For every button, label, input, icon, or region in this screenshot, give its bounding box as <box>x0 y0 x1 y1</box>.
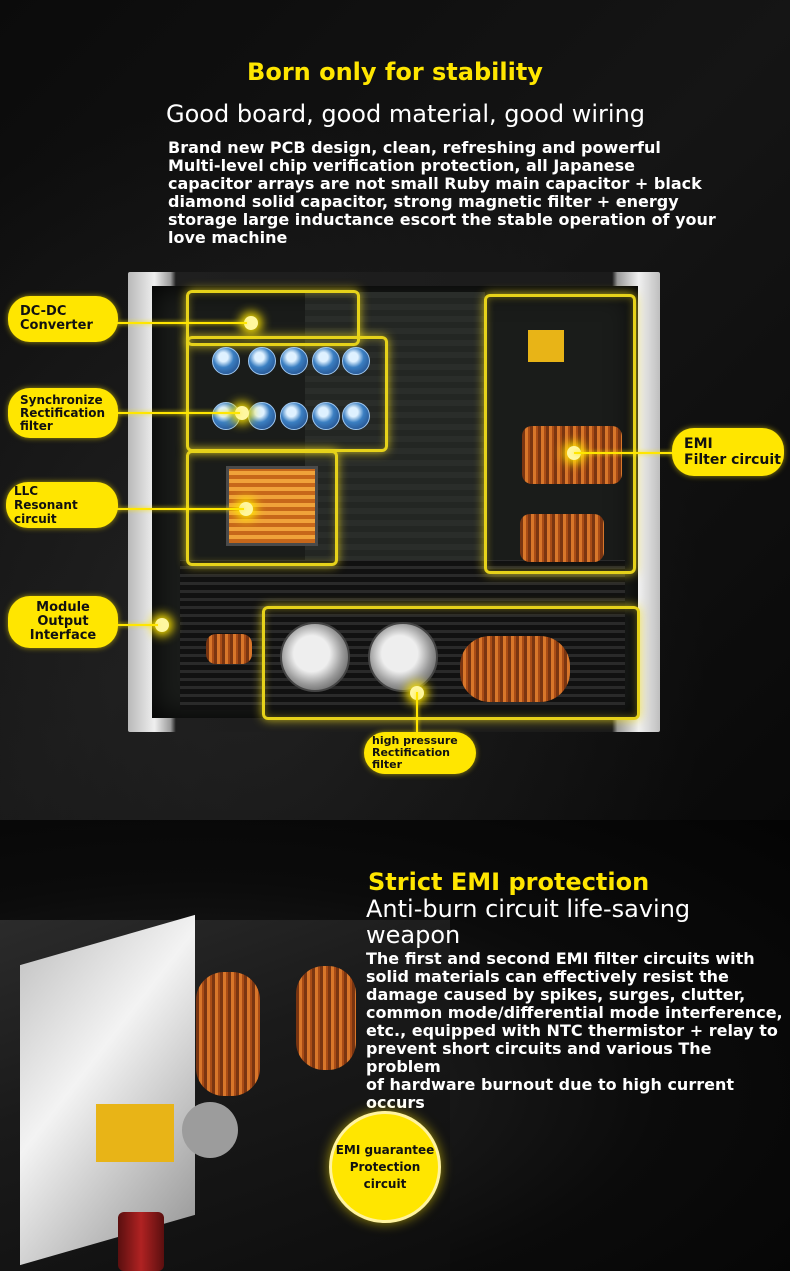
body-line: storage large inductance escort the stab… <box>168 210 716 229</box>
ntc-thermistor <box>182 1102 238 1158</box>
emi-coil <box>520 514 604 562</box>
body-line: common mode/differential mode interferen… <box>366 1003 783 1022</box>
section2-body: The first and second EMI filter circuits… <box>366 950 786 1112</box>
capacitor <box>248 402 276 430</box>
capacitor <box>248 347 276 375</box>
section1-body: Brand new PCB design, clean, refreshing … <box>168 139 728 247</box>
capacitor <box>342 402 370 430</box>
connector-line <box>416 692 418 734</box>
highlight-dot <box>155 618 169 632</box>
connector-line <box>116 624 158 626</box>
capacitor <box>312 402 340 430</box>
body-line: Multi-level chip verification protection… <box>168 156 635 175</box>
main-capacitor <box>368 622 438 692</box>
capacitor <box>280 402 308 430</box>
body-line: love machine <box>168 228 288 247</box>
emi-coil <box>296 966 356 1070</box>
capacitor <box>212 347 240 375</box>
body-line: prevent short circuits and various The p… <box>366 1039 712 1076</box>
emi-guarantee-badge: EMI guarantee Protection circuit <box>329 1111 441 1223</box>
body-line: solid materials can effectively resist t… <box>366 967 729 986</box>
capacitor <box>280 347 308 375</box>
metal-plate <box>20 914 195 1266</box>
highlight-dot <box>239 502 253 516</box>
capacitor <box>312 347 340 375</box>
connector-line <box>117 322 247 324</box>
high-pressure-region <box>262 606 640 720</box>
body-line: capacitor arrays are not small Ruby main… <box>168 174 702 193</box>
body-line: The first and second EMI filter circuits… <box>366 949 755 968</box>
section1-heading: Born only for stability <box>247 58 543 86</box>
pfc-coil <box>460 636 570 702</box>
section2-subheading: Anti-burn circuit life-saving weapon <box>366 895 691 949</box>
body-line: diamond solid capacitor, strong magnetic… <box>168 192 679 211</box>
emi-region <box>484 294 636 574</box>
relay <box>528 330 564 362</box>
connector-line <box>574 452 674 454</box>
body-line: Brand new PCB design, clean, refreshing … <box>168 138 661 157</box>
relay <box>96 1104 174 1162</box>
output-coil <box>206 634 252 664</box>
capacitor <box>342 347 370 375</box>
section1-subheading: Good board, good material, good wiring <box>166 100 646 128</box>
connector-line <box>116 412 240 414</box>
body-line: of hardware burnout due to high current … <box>366 1075 734 1112</box>
highlight-dot <box>244 316 258 330</box>
dc-dc-region <box>186 290 360 346</box>
highlight-dot <box>235 406 249 420</box>
body-line: etc., equipped with NTC thermistor + rel… <box>366 1021 778 1040</box>
emi-coil <box>196 972 260 1096</box>
section2-heading: Strict EMI protection <box>368 868 650 896</box>
body-line: damage caused by spikes, surges, clutter… <box>366 985 746 1004</box>
main-capacitor <box>280 622 350 692</box>
capacitor <box>118 1212 164 1271</box>
connector-line <box>116 508 244 510</box>
